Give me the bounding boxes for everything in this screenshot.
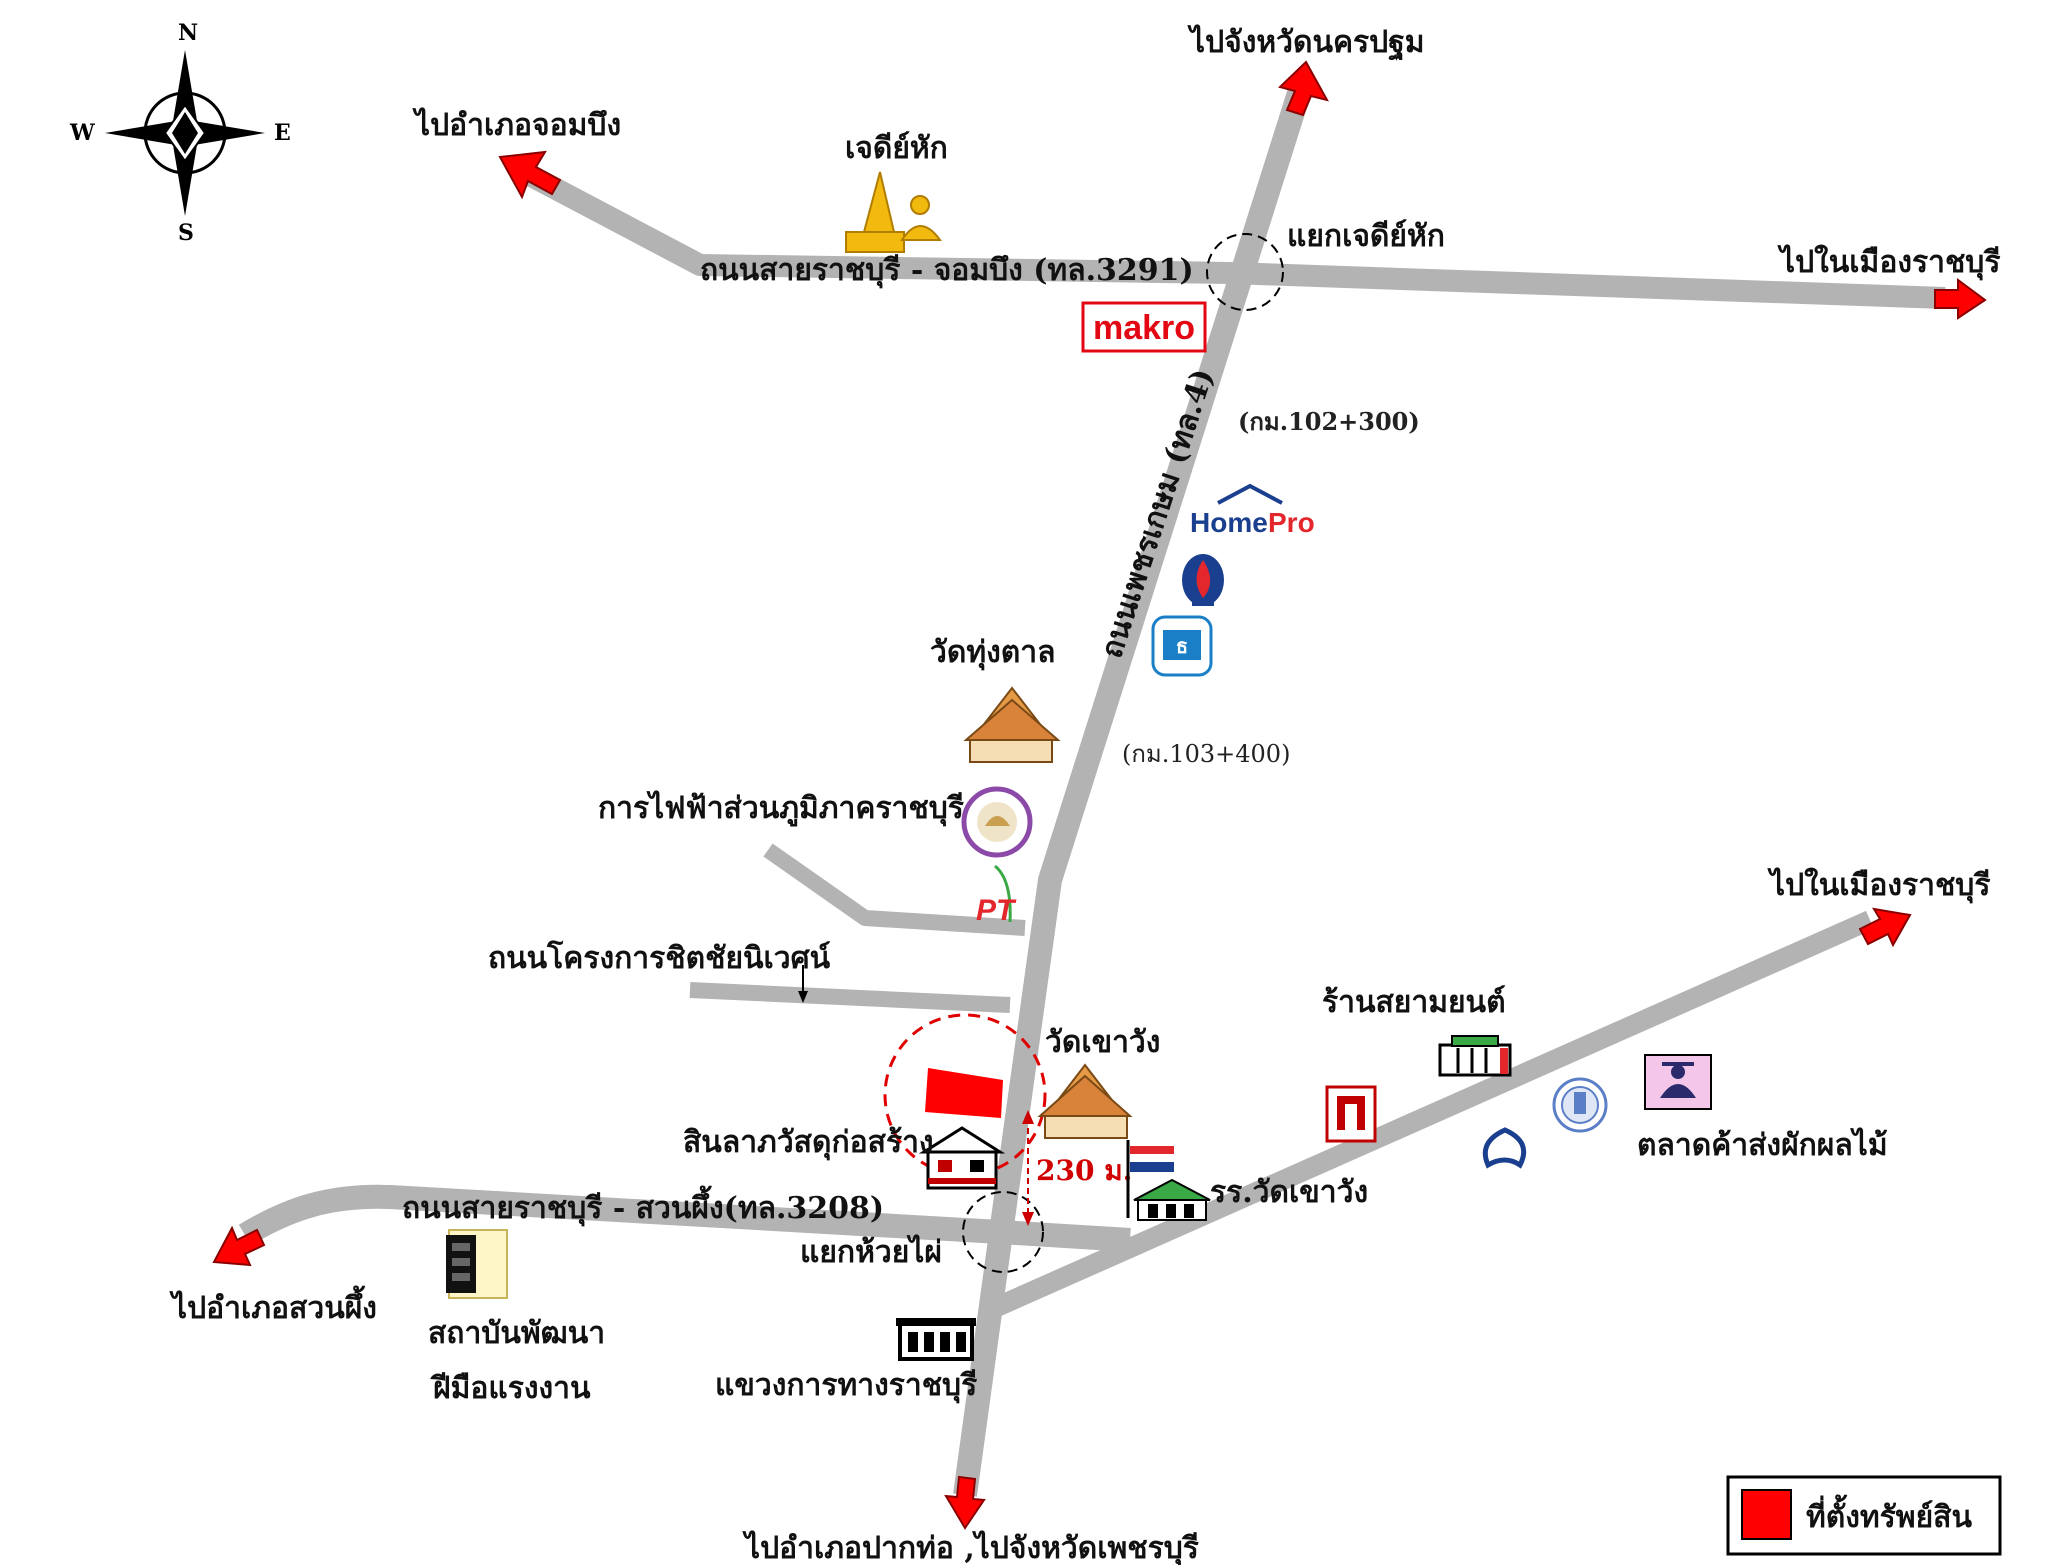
road-to-city-right xyxy=(985,910,1875,1320)
legend: ที่ตั้งทรัพย์สิน xyxy=(1726,1475,2002,1556)
homepro-home-text: Home xyxy=(1190,507,1268,538)
label-to-chombueng: ไปอำเภอจอมบึง xyxy=(412,107,621,143)
label-to-nakhonpathom: ไปจังหวัดนครปฐม xyxy=(1187,24,1425,62)
road-branch-upper xyxy=(763,843,1026,936)
homepro-pro-text: Pro xyxy=(1268,507,1315,538)
label-school: รร.วัดเขาวัง xyxy=(1210,1175,1368,1210)
arrow-to-suanphueng xyxy=(212,1225,266,1267)
label-to-suanphueng: ไปอำเภอสวนผึ้ง xyxy=(169,1285,377,1326)
label-road-ratchaburi-suanphueng: ถนนสายราชบุรี - สวนผึ้ง(ทล.3208) xyxy=(402,1185,884,1227)
label-to-south: ไปอำเภอปากท่อ ,ไปจังหวัดเพชรบุรี xyxy=(742,1530,1199,1565)
label-junction-huai-phai: แยกห้วยไผ่ xyxy=(800,1234,942,1270)
temple-icon-wat-khao-wang xyxy=(1037,1063,1133,1139)
direction-arrows xyxy=(212,60,1987,1530)
legend-property-label: ที่ตั้งทรัพย์สิน xyxy=(1806,1494,1972,1535)
gas-station-flame-icon xyxy=(1182,554,1224,606)
label-junction-chedi-hak: แยกเจดีย์หัก xyxy=(1287,219,1445,254)
arrow-to-ratchaburi-top xyxy=(1934,278,1987,320)
homepro-logo: Home Pro xyxy=(1190,483,1315,538)
government-seal-icon xyxy=(1552,1077,1608,1133)
pt-logo: PT xyxy=(976,864,1017,927)
label-market: ตลาดค้าส่งผักผลไม้ xyxy=(1637,1127,1888,1163)
label-wat-khao-wang: วัดเขาวัง xyxy=(1045,1025,1160,1060)
road-ratchaburi-suanphueng xyxy=(238,1184,1131,1252)
compass-north: N xyxy=(178,20,198,46)
distance-indicator: 230 ม. xyxy=(1022,1110,1132,1226)
arrow-to-ratchaburi-right xyxy=(1858,907,1912,948)
label-highway-district: แขวงการทางราชบุรี xyxy=(715,1368,977,1404)
label-km-102: (กม.102+300) xyxy=(1238,407,1420,436)
chitchai-pointer-arrow xyxy=(798,965,808,1003)
label-siam-yon: ร้านสยามยนต์ xyxy=(1322,985,1506,1020)
arrow-to-south xyxy=(944,1475,986,1530)
label-km-103: (กม.103+400) xyxy=(1122,740,1290,768)
legend-property-swatch xyxy=(1741,1489,1792,1540)
temple-icon-wat-thung-tan xyxy=(963,686,1061,763)
property-location-marker xyxy=(925,1068,1003,1118)
road-phetkasem xyxy=(953,86,1312,1497)
junction-huai-phai-circle xyxy=(962,1191,1044,1273)
label-skill-institute-line2: ฝีมือแรงงาน xyxy=(429,1371,591,1406)
svg-text:ธ: ธ xyxy=(1176,636,1188,658)
label-pea: การไฟฟ้าส่วนภูมิภาคราชบุรี xyxy=(598,790,964,827)
road-ratchaburi-chombueng xyxy=(514,160,1946,309)
label-road-chitchai: ถนนโครงการชิตชัยนิเวศน์ xyxy=(488,939,831,976)
bank-mark-icon xyxy=(1482,1127,1527,1169)
pt-text: PT xyxy=(976,894,1017,927)
school-icon xyxy=(1126,1140,1211,1221)
market-icon xyxy=(1644,1054,1712,1110)
road-chitchai-niwet xyxy=(689,982,1011,1013)
institute-building-icon xyxy=(446,1229,508,1299)
shop-house-icon xyxy=(918,1126,1006,1190)
compass-south: S xyxy=(178,220,194,246)
label-road-ratchaburi-chombueng: ถนนสายราชบุรี - จอมบึง (ทล.3291) xyxy=(700,253,1194,289)
arrow-to-nakhonpathom xyxy=(1278,60,1329,117)
label-chedi-hak: เจดีย์หัก xyxy=(845,131,948,166)
label-to-ratchaburi-top: ไปในเมืองราชบุรี xyxy=(1777,244,2000,281)
government-office-icon xyxy=(896,1318,976,1361)
junction-chedi-hak-circle xyxy=(1206,233,1284,311)
compass-rose: N S E W xyxy=(69,20,291,246)
compass-east: E xyxy=(274,120,291,146)
shop-building-icon xyxy=(1438,1035,1512,1077)
bank-logo-icon: ธ xyxy=(1151,615,1213,677)
label-sinla-construction: สินลาภวัสดุก่อสร้าง xyxy=(683,1125,934,1161)
compass-west: W xyxy=(69,120,95,146)
pea-logo-icon xyxy=(961,786,1033,858)
makro-logo: makro xyxy=(1081,301,1207,353)
label-skill-institute-line1: สถาบันพัฒนา xyxy=(428,1316,605,1351)
distance-label: 230 ม. xyxy=(1036,1154,1132,1187)
label-to-ratchaburi-right: ไปในเมืองราชบุรี xyxy=(1767,867,1990,904)
dealer-logo-icon xyxy=(1325,1085,1377,1143)
arrow-to-chombueng xyxy=(498,150,562,200)
label-wat-thung-tan: วัดทุ่งตาล xyxy=(930,635,1055,671)
roads xyxy=(238,86,1946,1497)
makro-text: makro xyxy=(1093,309,1195,347)
chedi-icon xyxy=(845,171,942,253)
